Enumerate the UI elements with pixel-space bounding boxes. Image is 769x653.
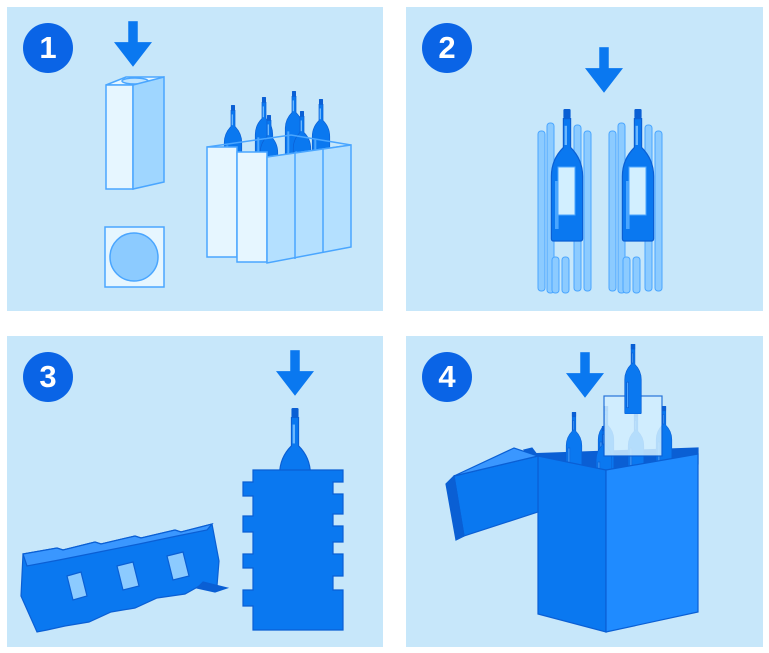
bottle-insert-icon — [207, 135, 351, 263]
shipping-box-icon — [446, 344, 698, 632]
down-arrow-icon — [276, 350, 314, 396]
step-4-panel: 4 — [406, 336, 763, 647]
step-number-badge: 4 — [422, 352, 472, 402]
foam-column-icon — [106, 77, 164, 189]
step-number-badge: 1 — [23, 23, 73, 73]
down-arrow-icon — [114, 21, 152, 67]
foam-sleeve-icon — [609, 109, 662, 293]
down-arrow-icon — [585, 47, 623, 93]
wrapped-bottle-icon — [243, 408, 343, 630]
wine-bottle-icon — [625, 344, 642, 414]
step-3-panel: 3 — [7, 336, 383, 647]
step-number-badge: 3 — [23, 352, 73, 402]
foam-base-icon — [105, 227, 164, 287]
step-1-panel: 1 — [7, 7, 383, 311]
cardboard-insert-icon — [21, 524, 227, 632]
step-2-panel: 2 — [406, 7, 763, 311]
down-arrow-icon — [566, 352, 604, 398]
foam-sleeve-icon — [538, 109, 591, 293]
foam-column-icon — [604, 344, 662, 456]
step-number-badge: 2 — [422, 23, 472, 73]
